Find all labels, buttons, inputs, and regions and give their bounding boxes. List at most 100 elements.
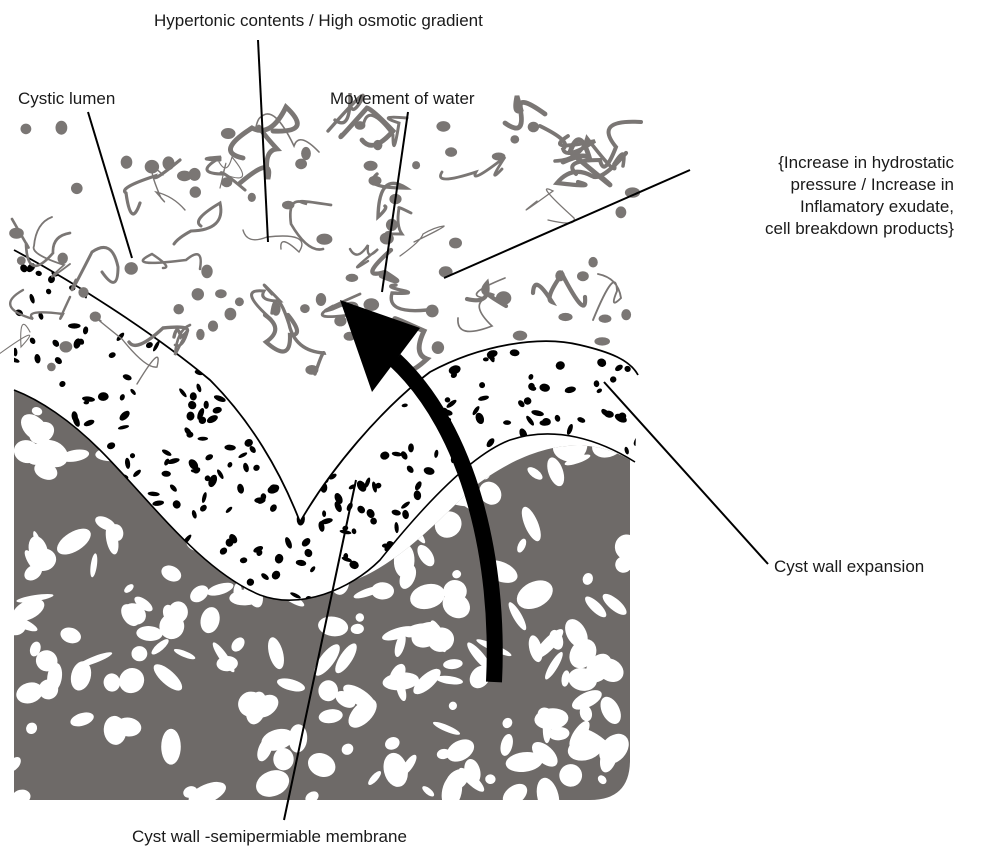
cell-nucleus [429, 316, 442, 325]
cell-nucleus [578, 334, 590, 345]
lumen-fiber [143, 254, 201, 269]
cell-nucleus [526, 245, 538, 259]
lumen-particle [577, 271, 589, 281]
cell-nucleus [160, 305, 172, 318]
cell-nucleus [337, 390, 347, 400]
cell-nucleus [266, 446, 278, 454]
cell-nucleus [294, 270, 306, 277]
marrow-space [259, 375, 280, 397]
cell-nucleus [548, 306, 559, 318]
cell-nucleus [299, 498, 308, 508]
lumen-fiber [174, 203, 221, 244]
lumen-fiber [72, 247, 118, 289]
lumen-particle [558, 313, 572, 321]
cell-nucleus [328, 427, 340, 439]
lumen-fiber [243, 230, 302, 252]
label-cyst-wall-membrane: Cyst wall -semipermiable membrane [132, 826, 407, 848]
cell-nucleus [440, 315, 453, 326]
lumen-particle [295, 159, 307, 170]
lumen-particle [9, 228, 24, 239]
cell-nucleus [204, 401, 209, 409]
cell-nucleus [459, 303, 467, 311]
cell-nucleus [353, 389, 362, 401]
cell-nucleus [152, 304, 163, 315]
lumen-particle [215, 289, 227, 298]
label-hydrostatic-pressure: {Increase in hydrostatic pressure / Incr… [765, 152, 954, 240]
lumen-particle [196, 329, 204, 340]
cell-nucleus [311, 253, 317, 263]
lumen-particle [90, 312, 101, 322]
cell-nucleus [332, 333, 343, 344]
lumen-particle [426, 305, 439, 318]
label-cystic-lumen: Cystic lumen [18, 88, 115, 110]
lumen-particle [21, 124, 32, 135]
cell-nucleus [389, 392, 399, 399]
lumen-particle [163, 156, 175, 170]
cell-nucleus [604, 259, 614, 270]
lumen-particle [528, 122, 539, 133]
lumen-particle [301, 147, 311, 160]
lumen-fiber [391, 285, 427, 311]
lumen-particle [373, 140, 382, 150]
lumen-particle [316, 234, 332, 245]
cell-nucleus [563, 246, 570, 255]
cell-nucleus [563, 258, 574, 265]
lumen-particle [364, 161, 378, 171]
cell-nucleus [510, 313, 521, 326]
lumen-particle [346, 274, 359, 282]
cell-nucleus [177, 273, 184, 285]
cell-nucleus [322, 414, 333, 423]
lumen-particle [412, 161, 420, 169]
cell-nucleus [276, 280, 285, 290]
cell-nucleus [437, 294, 449, 305]
lumen-particle [369, 176, 382, 186]
lumen-particle [235, 297, 244, 306]
cell-nucleus [430, 321, 441, 330]
cell-nucleus [387, 373, 395, 381]
lumen-particle [316, 293, 326, 306]
lumen-particle [125, 262, 138, 275]
cell-nucleus [632, 493, 642, 504]
lumen-fiber [240, 127, 277, 183]
cell-nucleus [580, 322, 590, 330]
cell-nucleus [242, 310, 252, 322]
cell-nucleus [586, 318, 593, 326]
lumen-particle [449, 238, 462, 249]
cell-nucleus [538, 314, 551, 326]
cell-nucleus [431, 298, 441, 305]
lumen-fiber [400, 226, 444, 256]
marrow-space [161, 729, 181, 765]
lumen-particle [190, 186, 201, 197]
lumen-fiber [350, 245, 378, 267]
marrow-space [267, 401, 302, 417]
cell-nucleus [437, 242, 450, 252]
lumen-particle [445, 147, 457, 157]
cell-nucleus [269, 245, 275, 252]
lumen-particle [432, 341, 444, 354]
cell-nucleus [86, 267, 100, 281]
label-cyst-wall-expansion: Cyst wall expansion [774, 556, 924, 578]
lumen-fiber [526, 189, 574, 223]
label-hypertonic-contents: Hypertonic contents / High osmotic gradi… [154, 10, 483, 32]
cell-nucleus [516, 443, 529, 456]
cell-nucleus [308, 478, 319, 489]
cell-nucleus [256, 314, 264, 322]
cell-nucleus [218, 373, 233, 386]
lumen-fiber [265, 315, 297, 351]
cell-nucleus [617, 274, 625, 281]
cell-nucleus [610, 250, 621, 258]
lumen-fiber [458, 278, 505, 331]
cell-nucleus [189, 300, 203, 309]
cell-nucleus [145, 268, 150, 277]
cell-nucleus [493, 241, 506, 250]
lumen-particle [145, 160, 159, 174]
cell-nucleus [631, 321, 643, 333]
cell-nucleus [260, 388, 269, 394]
cell-nucleus [549, 330, 559, 340]
cell-nucleus [270, 360, 283, 368]
cell-nucleus [503, 420, 511, 425]
cell-nucleus [68, 323, 81, 328]
lumen-particle [271, 302, 280, 315]
lumen-particle [47, 363, 56, 372]
lumen-particle [56, 121, 68, 135]
